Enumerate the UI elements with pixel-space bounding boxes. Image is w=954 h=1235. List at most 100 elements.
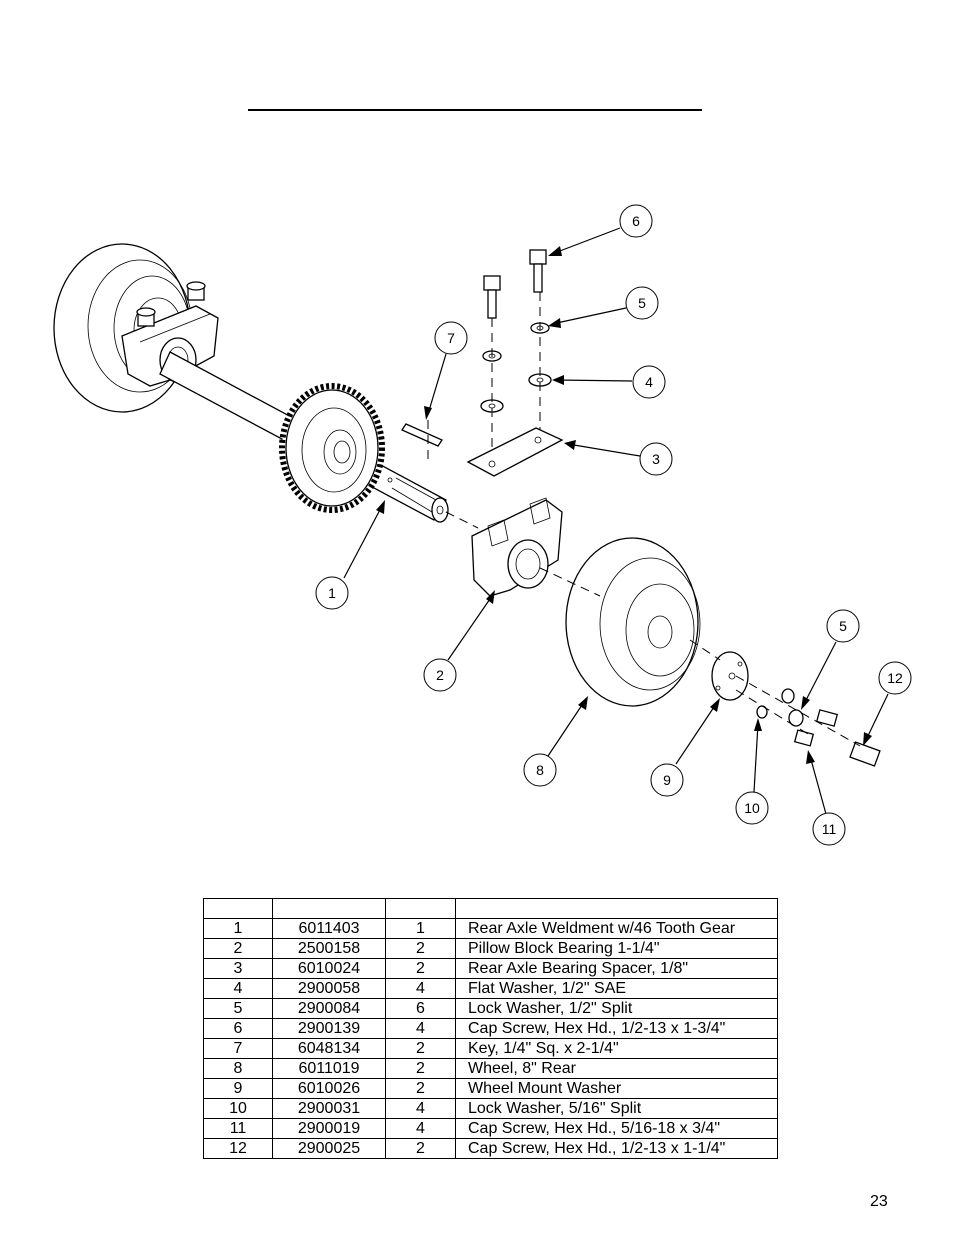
page-number: 23 — [870, 1193, 888, 1210]
svg-text:9: 9 — [663, 772, 671, 788]
svg-text:12: 12 — [887, 670, 903, 686]
cell-qty: 2 — [385, 1078, 456, 1099]
cell-qty: 2 — [385, 958, 456, 979]
header-item — [203, 898, 273, 919]
bearing-spacer — [466, 427, 564, 477]
cell-part-no: 2900084 — [272, 998, 386, 1019]
leader-lines — [343, 227, 889, 815]
svg-text:6: 6 — [632, 213, 640, 229]
rear-wheel — [565, 537, 701, 707]
cell-qty: 6 — [385, 998, 456, 1019]
cell-item: 9 — [203, 1078, 273, 1099]
cell-part-no: 2500158 — [272, 938, 386, 959]
callout-5-upper: 5 — [625, 286, 659, 320]
svg-text:4: 4 — [645, 374, 653, 390]
key — [401, 423, 443, 447]
svg-text:3: 3 — [652, 451, 660, 467]
cell-part-no: 6010024 — [272, 958, 386, 979]
cell-part-no: 6011403 — [272, 918, 386, 939]
cell-description: Lock Washer, 5/16" Split — [455, 1098, 778, 1119]
cell-item: 4 — [203, 978, 273, 999]
cell-qty: 4 — [385, 1018, 456, 1039]
cell-description: Lock Washer, 1/2" Split — [455, 998, 778, 1019]
callout-10: 10 — [735, 791, 769, 825]
cell-item: 1 — [203, 918, 273, 939]
cell-qty: 2 — [385, 1038, 456, 1059]
cell-part-no: 2900058 — [272, 978, 386, 999]
small-hardware — [756, 688, 881, 767]
cell-qty: 4 — [385, 1098, 456, 1119]
svg-text:5: 5 — [839, 618, 847, 634]
callout-2: 2 — [423, 658, 457, 692]
cell-description: Wheel, 8" Rear — [455, 1058, 778, 1079]
cell-part-no: 2900031 — [272, 1098, 386, 1119]
callout-7: 7 — [434, 321, 468, 355]
header-qty — [385, 898, 456, 919]
cell-description: Key, 1/4" Sq. x 2-1/4" — [455, 1038, 778, 1059]
cell-qty: 2 — [385, 938, 456, 959]
cell-item: 7 — [203, 1038, 273, 1059]
callout-6: 6 — [619, 204, 653, 238]
svg-text:11: 11 — [822, 821, 837, 837]
cell-part-no: 2900019 — [272, 1118, 386, 1139]
cell-item: 2 — [203, 938, 273, 959]
callout-8: 8 — [523, 753, 557, 787]
left-bolts — [136, 281, 206, 327]
svg-text:1: 1 — [328, 585, 336, 601]
cell-item: 3 — [203, 958, 273, 979]
cell-qty: 2 — [385, 1058, 456, 1079]
callout-4: 4 — [632, 365, 666, 399]
callout-12: 12 — [878, 661, 912, 695]
cell-item: 6 — [203, 1018, 273, 1039]
callout-3: 3 — [639, 442, 673, 476]
cell-qty: 4 — [385, 978, 456, 999]
cell-qty: 1 — [385, 918, 456, 939]
cell-description: Pillow Block Bearing 1-1/4" — [455, 938, 778, 959]
svg-text:5: 5 — [638, 295, 646, 311]
table-header-row — [203, 898, 778, 919]
callout-5-lower: 5 — [826, 609, 860, 643]
svg-text:2: 2 — [436, 667, 444, 683]
svg-text:10: 10 — [744, 800, 760, 816]
46-tooth-gear — [279, 383, 385, 513]
cell-item: 12 — [203, 1138, 273, 1159]
callout-9: 9 — [650, 763, 684, 797]
cell-part-no: 6048134 — [272, 1038, 386, 1059]
svg-text:7: 7 — [447, 330, 455, 346]
header-part-no — [272, 898, 386, 919]
cell-description: Cap Screw, Hex Hd., 1/2-13 x 1-3/4" — [455, 1018, 778, 1039]
svg-text:8: 8 — [536, 762, 544, 778]
bolt-stack-left — [480, 275, 504, 460]
bolt-stack-right — [528, 249, 552, 440]
cell-qty: 2 — [385, 1138, 456, 1159]
exploded-parts-diagram: 1 2 3 4 5 5 6 7 8 9 10 11 12 — [53, 204, 912, 846]
wheel-mount-washer — [711, 651, 749, 701]
cell-item: 5 — [203, 998, 273, 1019]
cell-part-no: 2900025 — [272, 1138, 386, 1159]
cell-part-no: 6011019 — [272, 1058, 386, 1079]
cell-part-no: 6010026 — [272, 1078, 386, 1099]
cell-qty: 4 — [385, 1118, 456, 1139]
cell-description: Wheel Mount Washer — [455, 1078, 778, 1099]
cell-description: Flat Washer, 1/2" SAE — [455, 978, 778, 999]
cell-description: Cap Screw, Hex Hd., 1/2-13 x 1-1/4" — [455, 1138, 778, 1159]
cell-item: 10 — [203, 1098, 273, 1119]
title-underline — [248, 109, 702, 111]
pillow-block-bearing — [471, 497, 563, 597]
cell-item: 8 — [203, 1058, 273, 1079]
header-description — [455, 898, 778, 919]
